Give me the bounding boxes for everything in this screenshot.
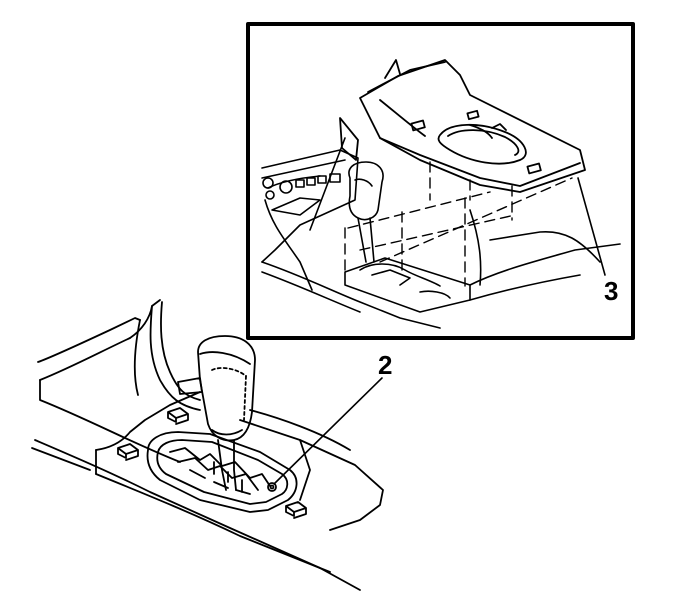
inset-detail-view bbox=[246, 22, 635, 340]
callout-label-3: 3 bbox=[604, 276, 619, 306]
clip-right bbox=[285, 501, 307, 519]
main-console-view bbox=[31, 299, 384, 591]
bezel-screw bbox=[267, 482, 277, 492]
inset-shift-lever bbox=[348, 161, 384, 263]
callout-label-2: 2 bbox=[378, 350, 393, 380]
inset-pointer-line bbox=[309, 137, 346, 231]
leader-line-3 bbox=[577, 177, 606, 276]
inset-frame bbox=[246, 22, 635, 340]
inset-console-base bbox=[344, 209, 621, 313]
inset-console-trim-panel bbox=[339, 59, 586, 193]
inset-alignment-dashes bbox=[344, 161, 573, 287]
inset-dashboard bbox=[261, 149, 441, 329]
leader-line-2 bbox=[273, 377, 383, 485]
shift-lever bbox=[177, 335, 256, 491]
clip-upper bbox=[167, 407, 189, 425]
clip-left bbox=[117, 443, 139, 461]
